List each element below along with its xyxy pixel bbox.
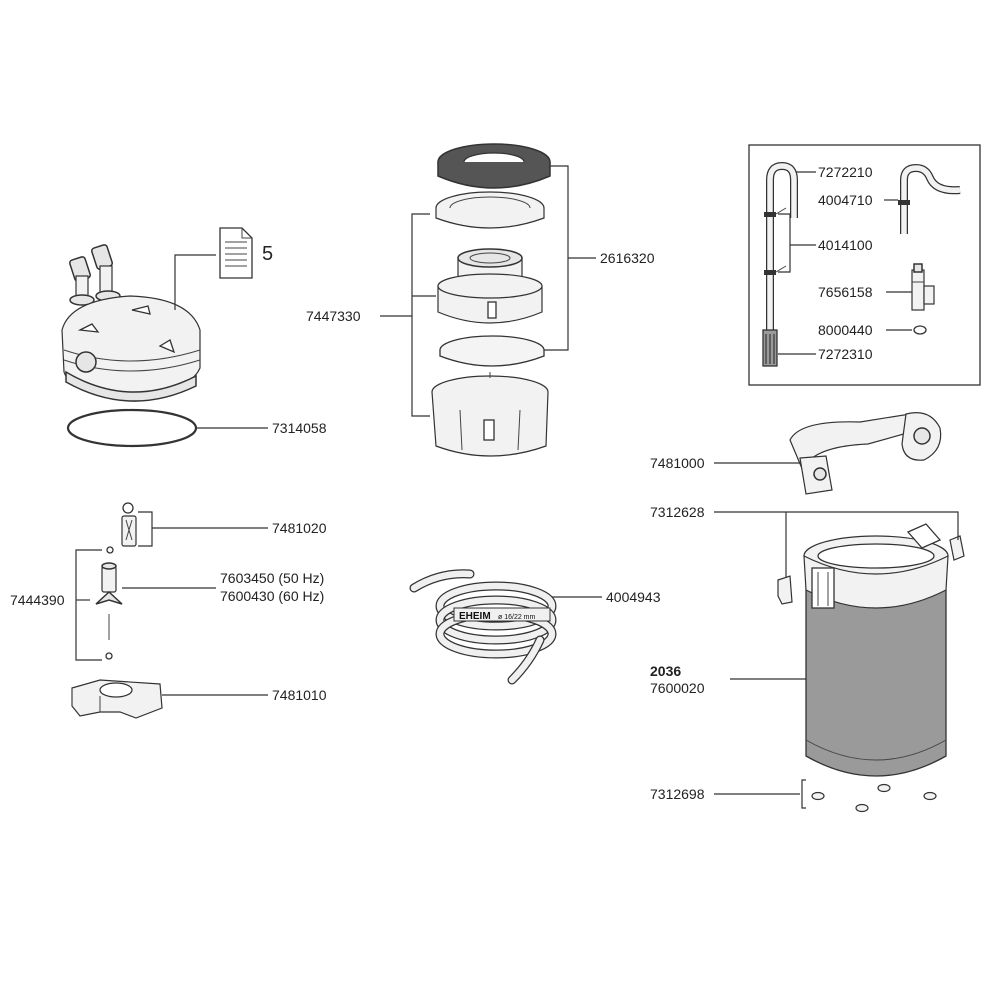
foam-pad-ring	[437, 143, 551, 189]
part-number-8000440: 8000440	[818, 322, 873, 338]
part-number-7272210: 7272210	[818, 164, 873, 180]
impeller-part	[95, 546, 123, 660]
filter-basket-part	[437, 248, 543, 324]
hose-coil-part	[409, 569, 557, 685]
hose-size-print: ø 16/22 mm	[498, 614, 536, 621]
part-number-7656158: 7656158	[818, 284, 873, 300]
doc-number-label: 5	[262, 243, 273, 265]
part-number-7481000: 7481000	[650, 455, 705, 471]
impeller-cover-part	[121, 502, 137, 547]
valve-part	[911, 263, 935, 335]
part-number-7312628: 7312628	[650, 504, 705, 520]
outlet-pipe-part	[898, 163, 961, 234]
basket-cover-part	[435, 191, 545, 229]
canister-body-part	[803, 523, 949, 777]
part-number-7600020: 7600020	[650, 680, 705, 696]
accessory-box	[748, 144, 981, 386]
part-number-4004710: 4004710	[818, 192, 873, 208]
motor-seat-part	[71, 679, 163, 719]
intake-tube-part	[762, 161, 798, 367]
part-number-7272310: 7272310	[818, 346, 873, 362]
part-number-7481020: 7481020	[272, 520, 327, 536]
part-number-4004943: 4004943	[606, 589, 661, 605]
filter-container-part	[431, 372, 549, 457]
part-number-7312698: 7312698	[650, 786, 705, 802]
latch-clip-part	[777, 535, 965, 605]
rubber-feet-part	[811, 783, 937, 813]
document-icon	[219, 227, 253, 279]
head-gasket-ring	[66, 408, 198, 448]
part-number-7603450: 7603450 (50 Hz)	[220, 570, 324, 586]
carry-handle-part	[789, 412, 942, 495]
part-number-7481010: 7481010	[272, 687, 327, 703]
model-number-2036: 2036	[650, 663, 681, 679]
hose-brand-print: EHEIM	[459, 611, 491, 622]
part-number-7600430: 7600430 (60 Hz)	[220, 588, 324, 604]
part-number-2616320: 2616320	[600, 250, 655, 266]
part-number-7447330: 7447330	[306, 308, 361, 324]
part-number-7314058: 7314058	[272, 420, 327, 436]
part-number-4014100: 4014100	[818, 237, 873, 253]
part-number-7444390: 7444390	[10, 592, 65, 608]
filter-head-part	[61, 244, 201, 402]
